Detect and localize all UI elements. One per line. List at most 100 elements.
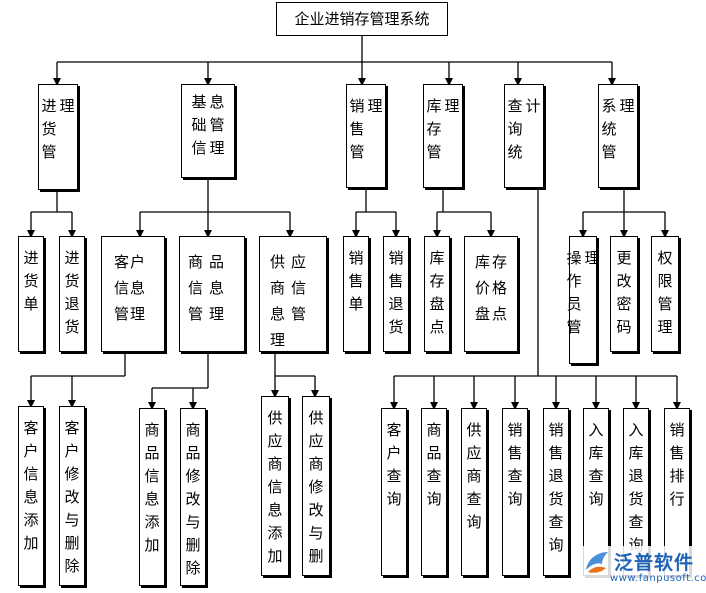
node-customer-info-mgmt: 客户信息管理 <box>101 236 165 352</box>
node-product-add: 商品信息添加 <box>139 408 165 586</box>
label-char: 商 <box>426 421 442 439</box>
label-char: 售 <box>348 272 364 290</box>
node-sales-return-query: 销售退货查询 <box>543 408 569 576</box>
label-char: 盘 <box>429 295 445 313</box>
node-label: 商品信息添加 <box>140 419 164 581</box>
label-char: 货 <box>41 120 57 138</box>
label-char: 信 <box>267 478 283 496</box>
label-char: 限 <box>657 272 673 290</box>
label-char: 与 <box>185 513 201 531</box>
node-label: 商品修改与删除 <box>181 419 205 581</box>
node-supplier-query: 供应商查询 <box>461 408 487 576</box>
label-char: 与 <box>308 524 324 542</box>
label-char: 统 <box>507 143 523 161</box>
node-customer-add: 客户信息添加 <box>18 406 44 586</box>
label-char: 查 <box>466 490 482 508</box>
label-char: 查 <box>628 513 644 531</box>
node-supplier-add: 供应商信息添加 <box>261 396 289 576</box>
label-char: 查 <box>548 513 564 531</box>
label-char: 销 <box>507 421 523 439</box>
label-char: 除 <box>64 557 80 575</box>
node-label: 进货退货 <box>60 247 84 347</box>
node-purchase-order: 进货单 <box>18 236 44 352</box>
label-char: 管 <box>349 143 365 161</box>
label-char: 查 <box>426 467 442 485</box>
label-char: 管 <box>41 143 57 161</box>
node-label: 进货单 <box>19 247 43 347</box>
node-supplier-info-mgmt: 供应商信息管理 <box>259 236 327 352</box>
label-char: 础 <box>191 116 207 134</box>
node-label: 更改密码 <box>611 247 637 347</box>
module-sales: 销售管 理 <box>346 84 386 188</box>
label-char: 信 <box>144 467 160 485</box>
node-purchase-return: 进货退货 <box>59 236 85 352</box>
label-char: 删 <box>64 534 80 552</box>
label-char: 密 <box>616 295 632 313</box>
label-char: 息 <box>209 93 225 111</box>
watermark-url: www.fanpusoft.com <box>610 573 706 584</box>
label-char: 询 <box>588 490 604 508</box>
label-char: 库 <box>588 444 604 462</box>
label-char: 退 <box>628 467 644 485</box>
label-char: 货 <box>548 490 564 508</box>
label-char: 货 <box>23 272 39 290</box>
node-label: 库存价格盘点 <box>475 253 510 323</box>
label-char: 理 <box>367 97 383 115</box>
label-char: 管 <box>601 143 617 161</box>
label-char: 加 <box>23 534 39 552</box>
node-label: 客户信息管理 <box>114 253 147 323</box>
label-char: 货 <box>64 272 80 290</box>
node-label: 销售查询 <box>503 419 527 571</box>
node-operator-mgmt: 操作员管理 <box>566 236 600 364</box>
label-char: 售 <box>349 120 365 138</box>
label-char: 销 <box>348 249 364 267</box>
label-char: 询 <box>466 513 482 531</box>
label-char: 货 <box>388 318 404 336</box>
label-char: 入 <box>588 421 604 439</box>
label-char: 删 <box>185 536 201 554</box>
label-char: 改 <box>308 501 324 519</box>
label-char: 作 <box>566 272 582 290</box>
label-char: 管 <box>566 318 582 336</box>
node-product-info-mgmt: 商品信息管理 <box>179 236 245 352</box>
watermark-brand: 泛普软件 <box>614 552 695 574</box>
label-char: 除 <box>185 559 201 577</box>
node-label: 销售退货查询 <box>544 419 568 571</box>
label-char: 询 <box>426 490 442 508</box>
label-char: 单 <box>23 295 39 313</box>
label-char: 管 <box>209 116 225 134</box>
label-char: 退 <box>388 295 404 313</box>
node-sales-order: 销售单 <box>343 236 369 352</box>
label-char: 货 <box>628 490 644 508</box>
node-product-query: 商品查询 <box>421 408 447 576</box>
label-char: 基 <box>191 93 207 111</box>
label-char: 加 <box>267 547 283 565</box>
label-char: 退 <box>64 295 80 313</box>
label-char: 点 <box>429 318 445 336</box>
label-char: 改 <box>64 488 80 506</box>
label-char: 操 <box>566 249 582 267</box>
label-char: 更 <box>616 249 632 267</box>
label-char: 与 <box>64 511 80 529</box>
label-char: 销 <box>349 97 365 115</box>
module-label: 进货管理 <box>39 95 77 185</box>
label-char: 理 <box>584 249 600 267</box>
module-label: 基础信息管理 <box>182 91 234 173</box>
label-char: 查 <box>507 97 523 115</box>
label-char: 售 <box>669 444 685 462</box>
label-char: 进 <box>64 249 80 267</box>
node-label: 权限管理 <box>652 247 678 347</box>
label-char: 商 <box>185 421 201 439</box>
label-char: 存 <box>426 120 442 138</box>
label-char: 供 <box>466 421 482 439</box>
node-label: 操作员管理 <box>566 247 599 359</box>
label-char: 删 <box>308 547 324 565</box>
node-label: 客户查询 <box>382 419 406 571</box>
label-char: 客 <box>64 419 80 437</box>
node-label: 供应商修改与删 <box>303 407 329 571</box>
node-label: 供应商信息管理 <box>270 253 313 349</box>
label-char: 询 <box>386 490 402 508</box>
label-char: 户 <box>64 442 80 460</box>
label-char: 进 <box>23 249 39 267</box>
